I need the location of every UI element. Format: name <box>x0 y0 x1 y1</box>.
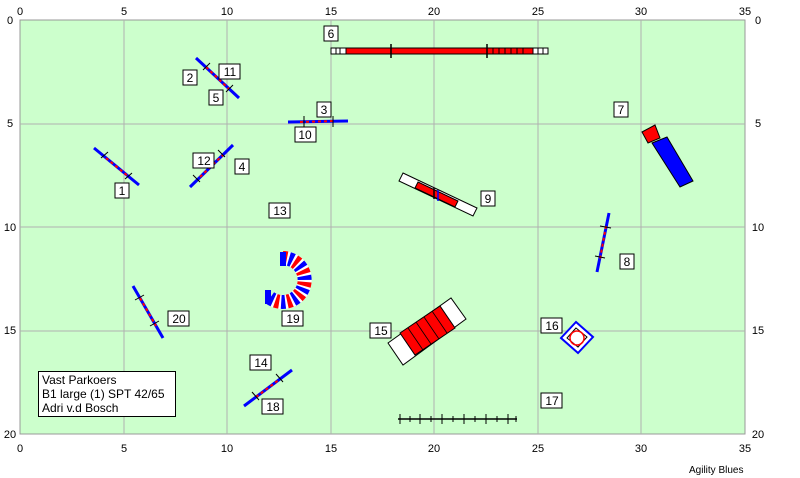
number-label-11: 11 <box>218 63 241 80</box>
number-label-13: 13 <box>268 202 291 219</box>
jump-18 <box>243 368 293 408</box>
y-tick-left: 20 <box>4 429 16 441</box>
number-label-4: 4 <box>234 158 250 175</box>
x-tick-bottom: 30 <box>635 443 647 455</box>
weave-17 <box>398 414 517 424</box>
svg-text:2: 2 <box>187 71 194 85</box>
x-tick-bottom: 0 <box>17 443 23 455</box>
obstacle-number-labels: 1 2 3 4 5 6 7 8 9 10 11 12 13 14 15 16 1… <box>114 25 635 415</box>
svg-text:4: 4 <box>239 160 246 174</box>
svg-text:17: 17 <box>545 394 559 408</box>
x-tick-top: 30 <box>635 6 647 18</box>
course-info-box: Vast Parkoers B1 large (1) SPT 42/65 Adr… <box>38 371 176 417</box>
svg-text:14: 14 <box>254 356 268 370</box>
svg-text:19: 19 <box>286 312 300 326</box>
table-16 <box>559 320 595 355</box>
svg-text:11: 11 <box>224 65 237 79</box>
y-tick-left: 15 <box>4 325 16 337</box>
x-tick-top: 15 <box>325 6 337 18</box>
number-label-3: 3 <box>316 101 332 118</box>
x-tick-top: 25 <box>532 6 544 18</box>
number-label-17: 17 <box>540 392 563 409</box>
number-label-18: 18 <box>261 398 284 415</box>
y-tick-left: 5 <box>7 118 13 130</box>
number-label-19: 19 <box>281 310 304 327</box>
svg-text:3: 3 <box>321 103 328 117</box>
x-tick-top: 10 <box>221 6 233 18</box>
x-tick-bottom: 5 <box>121 443 127 455</box>
x-tick-top: 35 <box>739 6 751 18</box>
x-tick-top: 5 <box>121 6 127 18</box>
y-tick-right: 0 <box>755 15 761 27</box>
x-tick-top: 0 <box>17 6 23 18</box>
number-label-7: 7 <box>613 101 629 118</box>
y-tick-right: 10 <box>752 222 764 234</box>
y-tick-right: 20 <box>752 429 764 441</box>
x-tick-bottom: 15 <box>325 443 337 455</box>
software-credit: Agility Blues <box>689 465 744 476</box>
svg-text:5: 5 <box>213 91 220 105</box>
x-tick-bottom: 35 <box>739 443 751 455</box>
jump-3 <box>287 116 349 127</box>
number-label-15: 15 <box>369 322 392 339</box>
svg-text:8: 8 <box>624 255 631 269</box>
jump-1 <box>93 146 140 187</box>
x-tick-bottom: 20 <box>428 443 440 455</box>
aframe-15 <box>387 297 467 366</box>
y-tick-right: 15 <box>752 325 764 337</box>
svg-text:7: 7 <box>618 103 625 117</box>
number-label-1: 1 <box>114 182 130 199</box>
svg-text:12: 12 <box>197 154 211 168</box>
svg-text:15: 15 <box>374 324 388 338</box>
number-label-10: 10 <box>294 126 317 143</box>
jump-20 <box>131 285 165 339</box>
jump-8 <box>594 212 612 273</box>
number-label-16: 16 <box>540 317 563 334</box>
svg-text:20: 20 <box>172 312 186 326</box>
svg-text:13: 13 <box>273 204 287 218</box>
number-label-14: 14 <box>249 354 272 371</box>
course-title: Vast Parkoers <box>42 373 117 387</box>
chute-7 <box>641 124 694 188</box>
course-judge: Adri v.d Bosch <box>42 401 119 415</box>
jump-2 <box>194 56 241 100</box>
number-label-6: 6 <box>323 25 339 42</box>
x-tick-bottom: 25 <box>532 443 544 455</box>
number-label-5: 5 <box>208 89 224 106</box>
number-label-8: 8 <box>619 253 635 270</box>
course-class: B1 large (1) SPT 42/65 <box>42 387 165 401</box>
dogwalk-6 <box>330 44 549 58</box>
seesaw-9 <box>398 172 478 217</box>
number-label-9: 9 <box>480 190 496 207</box>
svg-text:9: 9 <box>485 192 492 206</box>
number-label-12: 12 <box>192 152 215 169</box>
svg-text:1: 1 <box>119 184 126 198</box>
y-tick-left: 10 <box>4 222 16 234</box>
svg-text:18: 18 <box>266 400 280 414</box>
svg-text:16: 16 <box>545 319 559 333</box>
y-tick-right: 5 <box>755 118 761 130</box>
svg-text:10: 10 <box>298 128 312 142</box>
svg-text:6: 6 <box>328 27 335 41</box>
axis-labels: 0 5 10 15 20 25 30 35 0 5 10 15 20 25 30… <box>4 6 764 455</box>
number-label-2: 2 <box>182 69 198 86</box>
tunnel-19 <box>265 251 312 309</box>
number-label-20: 20 <box>167 310 190 327</box>
y-tick-left: 0 <box>7 15 13 27</box>
x-tick-bottom: 10 <box>221 443 233 455</box>
x-tick-top: 20 <box>428 6 440 18</box>
